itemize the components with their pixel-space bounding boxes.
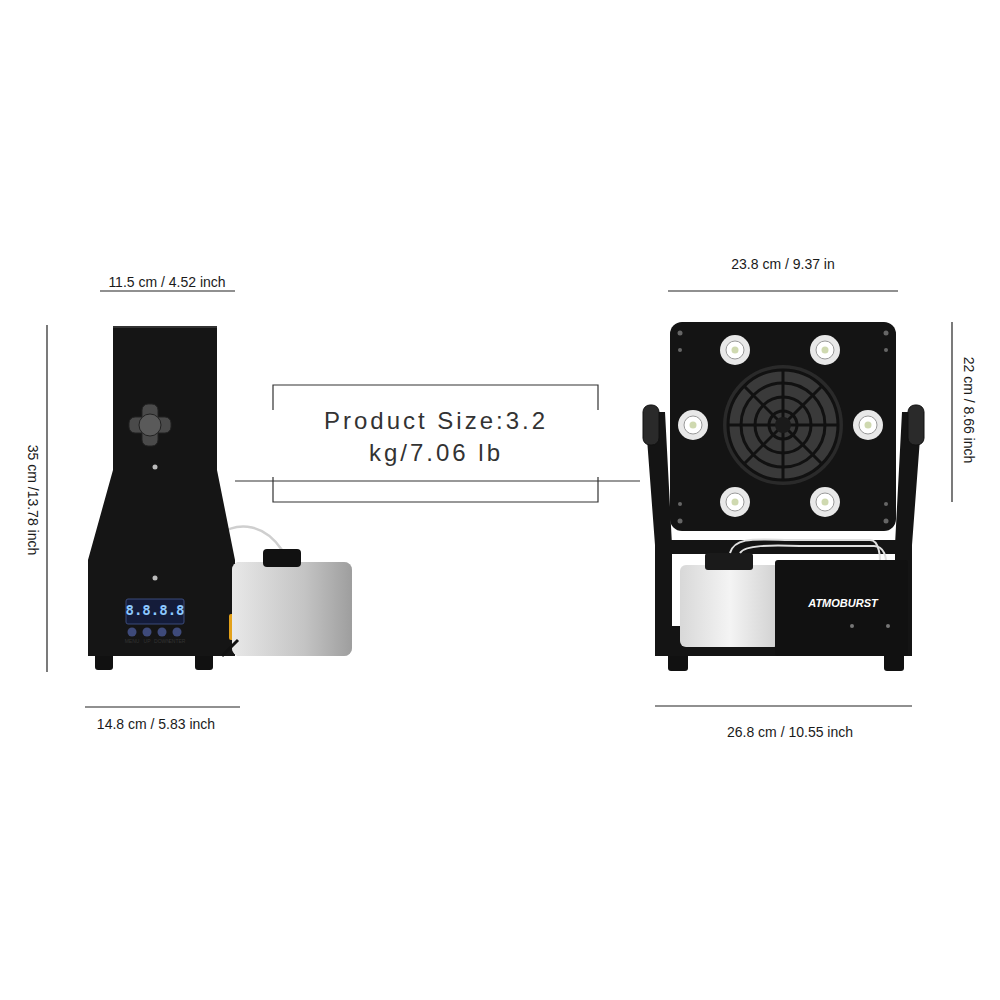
size-box: Product Size:3.2 kg/7.06 lb — [278, 401, 594, 473]
brand-logo: ATMOBURST — [808, 597, 877, 609]
display-readout: 8.8.8.8 — [125, 603, 184, 618]
dimension-label: 22 cm / 8.66 inch — [960, 357, 975, 464]
dimension-label: 14.8 cm / 5.83 inch — [97, 717, 215, 732]
button-label: ENTER — [169, 639, 186, 645]
dimension-label: 23.8 cm / 9.37 in — [731, 257, 835, 272]
size-text: Product Size:3.2 kg/7.06 lb — [284, 405, 588, 469]
button-label: DOWN — [154, 639, 170, 645]
button-label: MENU — [125, 639, 140, 645]
dimension-label: 26.8 cm / 10.55 inch — [727, 725, 853, 740]
dimension-label: 35 cm /13.78 inch — [24, 445, 39, 556]
button-label: UP — [144, 639, 151, 645]
dimension-label: 11.5 cm / 4.52 inch — [108, 275, 225, 290]
